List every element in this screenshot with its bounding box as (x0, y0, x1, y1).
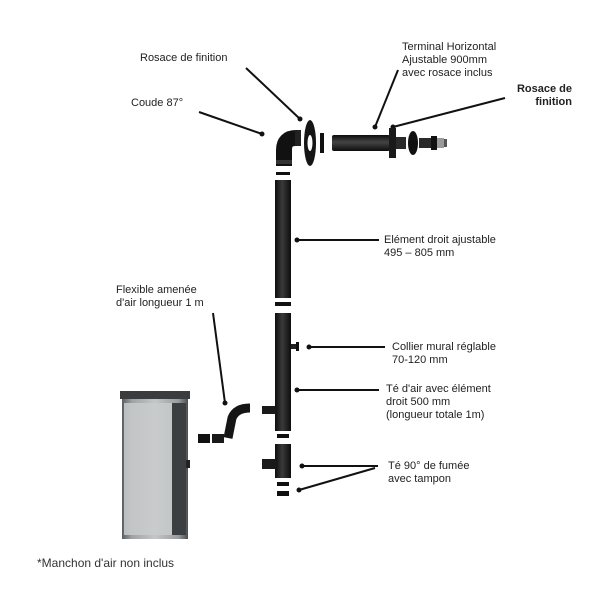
label-collier: Collier mural réglable 70-120 mm (392, 341, 496, 366)
flexible-air-hose (198, 403, 251, 443)
leader-terminal (374, 69, 399, 128)
leader-rosace-right (392, 97, 506, 128)
label-coude: Coude 87° (131, 97, 184, 109)
leader-dots (222, 116, 396, 493)
leader-te-fumee-2 (298, 467, 376, 491)
elbow-87 (276, 130, 301, 166)
rosace-plate-top (304, 120, 324, 166)
footnote: *Manchon d'air non inclus (37, 556, 175, 570)
leader-flexible (212, 312, 226, 404)
label-flexible: Flexible amenée d'air longueur 1 m (116, 284, 204, 309)
pellet-stove (120, 391, 190, 539)
label-rosace-top: Rosace de finition (140, 52, 228, 64)
horizontal-terminal (332, 128, 447, 158)
label-te-fumee: Té 90° de fumée avec tampon (388, 460, 470, 485)
label-terminal: Terminal Horizontal Ajustable 900mm avec… (402, 41, 497, 79)
label-element-droit: Elément droit ajustable 495 – 805 mm (384, 234, 496, 259)
vertical-flue (262, 172, 299, 496)
label-rosace-right: Rosace de finition (516, 83, 572, 108)
leader-lines (198, 67, 506, 491)
label-te-air: Té d'air avec élément droit 500 mm (long… (386, 383, 491, 421)
leader-coude (198, 111, 263, 135)
leader-rosace-top (245, 67, 301, 120)
